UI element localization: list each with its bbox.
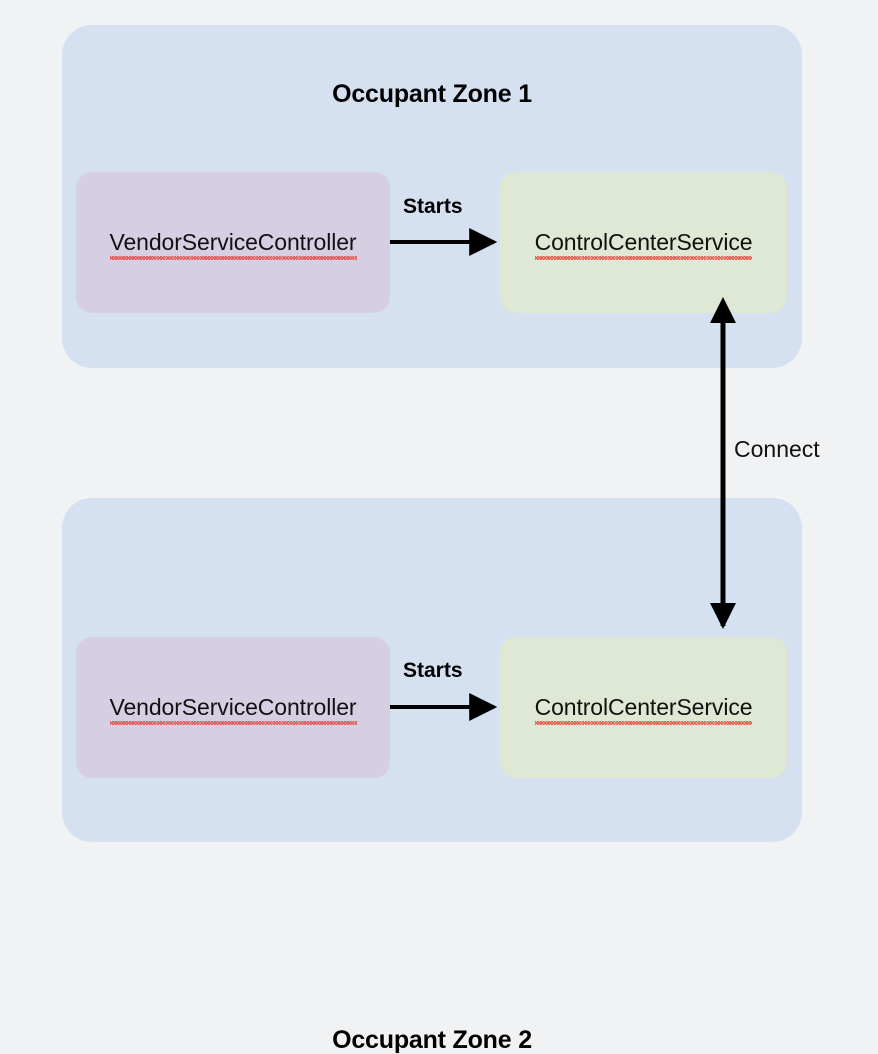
node-label-vendor-service-controller-2: VendorServiceController	[109, 694, 357, 725]
node-vendor-service-controller-1[interactable]: VendorServiceController	[76, 172, 390, 313]
node-label-control-center-service-2: ControlCenterService	[534, 694, 753, 725]
node-control-center-service-1[interactable]: ControlCenterService	[500, 172, 787, 313]
node-control-center-service-2[interactable]: ControlCenterService	[500, 637, 787, 778]
edge-label-starts-2: Starts	[403, 659, 463, 682]
node-vendor-service-controller-2[interactable]: VendorServiceController	[76, 637, 390, 778]
zone-title-2: Occupant Zone 2	[332, 1026, 532, 1054]
node-label-control-center-service-1: ControlCenterService	[534, 229, 753, 260]
zone-title-1: Occupant Zone 1	[332, 80, 532, 108]
diagram-canvas: Occupant Zone 1 VendorServiceController …	[62, 25, 820, 1053]
node-label-vendor-service-controller-1: VendorServiceController	[109, 229, 357, 260]
edge-label-starts-1: Starts	[403, 195, 463, 218]
edge-label-connect: Connect	[734, 436, 820, 462]
